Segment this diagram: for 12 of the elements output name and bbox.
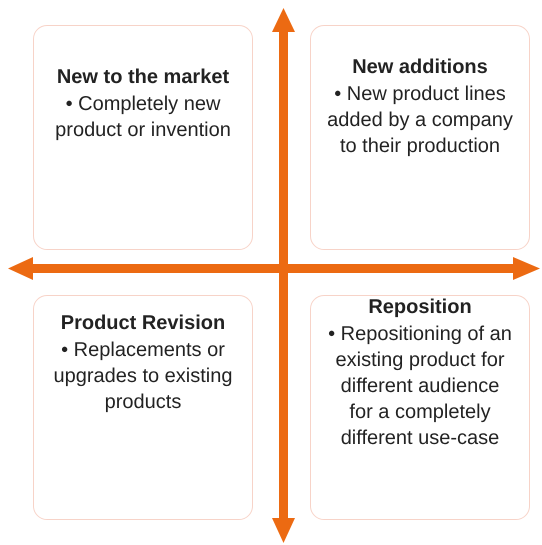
card-heading: New additions [351, 56, 489, 79]
quadrant-card [310, 25, 530, 250]
quadrant-card [310, 295, 530, 520]
card-heading: New to the market [56, 66, 230, 89]
quadrant-card [33, 295, 253, 520]
bullet-text: • Completely new product or invention [54, 92, 232, 143]
card-heading: Product Revision [60, 312, 226, 335]
bullet-text: • Replacements or upgrades to existing products [52, 338, 234, 415]
bullet-text: • Repositioning of an existing product for different audience for a completely different use-case [327, 322, 513, 451]
card-heading: Reposition [367, 296, 473, 319]
quadrant-card [33, 25, 253, 250]
bullet-text: • New product lines added by a company to their production [326, 82, 514, 159]
